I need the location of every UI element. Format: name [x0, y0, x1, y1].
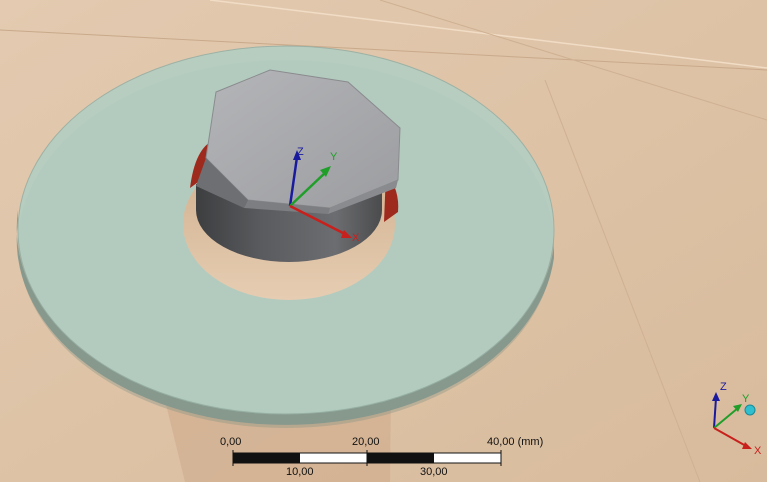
triad-z-arrow: [713, 397, 717, 429]
scale-label-top: 40,00 (mm): [487, 436, 544, 448]
z-axis-arrowhead: [293, 150, 301, 160]
y-axis-arrowhead: [320, 166, 331, 177]
local-coordinate-system[interactable]: Z Y X: [288, 146, 360, 244]
scale-bar-segment-dark: [367, 453, 434, 463]
triad-z-arrowhead: [712, 392, 720, 401]
bolt-head-side-face: [244, 200, 330, 214]
y-axis-label: Y: [330, 151, 338, 163]
scale-label-bottom: 30,00: [420, 466, 448, 478]
x-axis-label: X: [352, 232, 360, 244]
scale-label-top: 20,00: [352, 436, 380, 448]
triad-y-arrowhead: [733, 404, 742, 412]
scale-label-bottom: 10,00: [286, 466, 314, 478]
scale-bar: [232, 450, 502, 466]
triad-x-arrowhead: [742, 442, 752, 449]
x-axis-arrowhead: [341, 230, 352, 238]
z-axis-arrow: [288, 156, 299, 207]
triad-z-label: Z: [720, 381, 727, 393]
triad-y-label: Y: [742, 393, 750, 405]
triad-x-label: X: [754, 445, 762, 457]
triad-x-arrow: [713, 427, 747, 447]
cyan-sphere-icon[interactable]: [744, 404, 756, 416]
orientation-triad[interactable]: Z Y X: [712, 381, 762, 457]
plate-edge-line: [544, 79, 701, 482]
z-axis-label: Z: [297, 146, 304, 158]
plate-edge-line: [0, 29, 767, 71]
x-axis-arrow: [289, 204, 346, 236]
scale-label-top: 0,00: [220, 436, 242, 448]
plate-edge-line: [379, 0, 767, 121]
bolt-head-side-face: [196, 158, 248, 208]
scale-bar-segment-dark: [233, 453, 300, 463]
triad-y-arrow: [713, 407, 739, 429]
bolt-head-side-face: [328, 180, 398, 214]
y-axis-arrow: [289, 171, 327, 207]
